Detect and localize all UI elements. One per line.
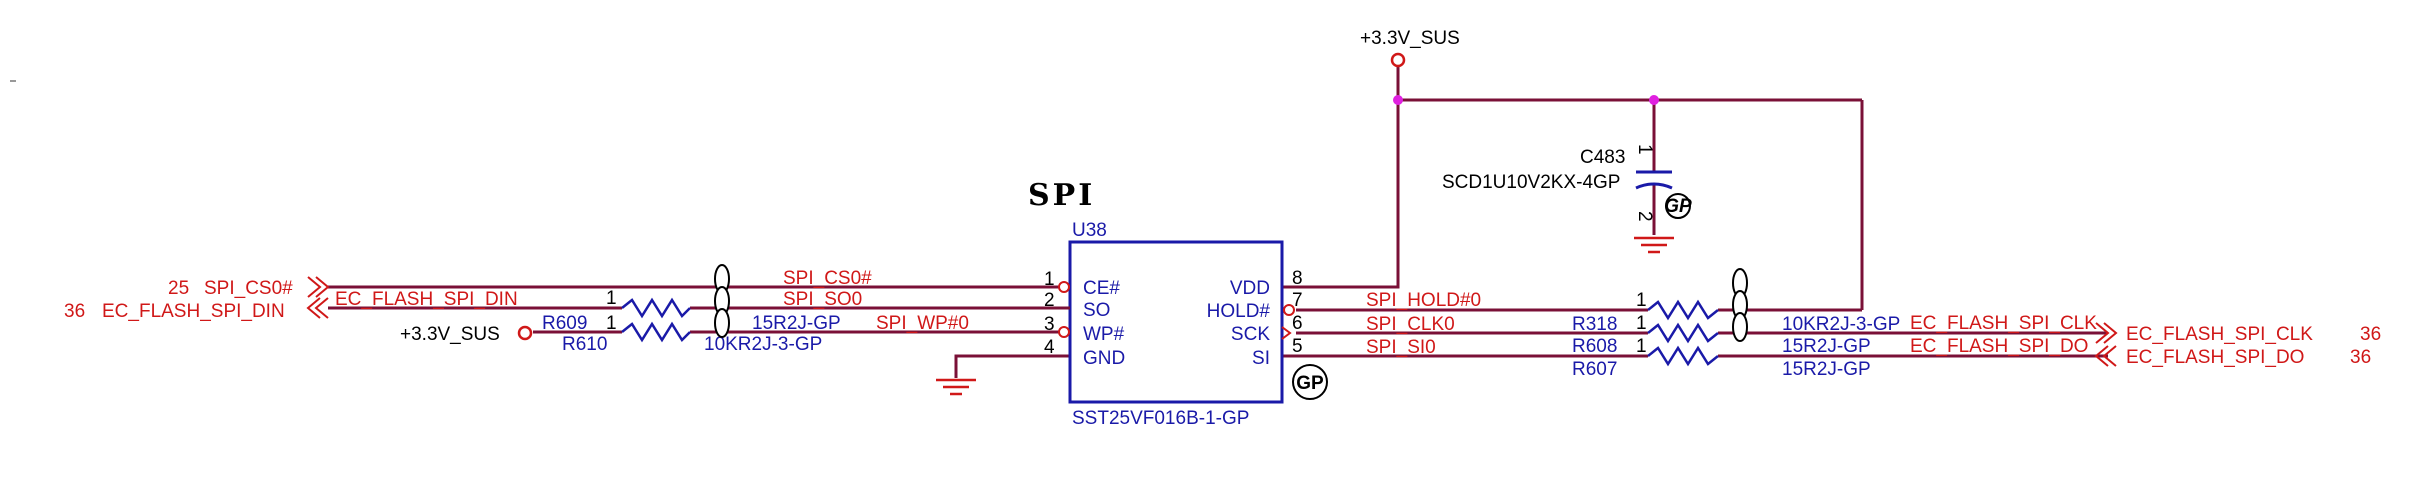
r609-pin: 1 [606, 288, 617, 309]
r318-pin: 1 [1636, 290, 1647, 311]
u38-pin6-num: 6 [1292, 313, 1303, 334]
resistor-r608: 1 R608 15R2J-GP [1572, 313, 1871, 357]
net-label-spi-clk0: SPI_CLK0 [1366, 314, 1455, 335]
power-label-top: +3.3V_SUS [1360, 28, 1460, 49]
left-port-name-din: EC_FLASH_SPI_DIN [102, 301, 285, 322]
wire-gnd [954, 354, 1070, 378]
resistor-r609: 1 R609 15R2J-GP [542, 288, 841, 334]
chip-u38 [1068, 240, 1284, 404]
u38-pin5-num: 5 [1292, 336, 1303, 357]
net-label-ec-flash-spi-do: EC_FLASH_SPI_DO [1910, 336, 2088, 357]
port-arrow-icon [2102, 345, 2117, 367]
port-arrow-icon [2095, 322, 2110, 344]
r609-value: 15R2J-GP [752, 313, 841, 334]
ground-icon [1634, 236, 1674, 254]
u38-pin6-name: SCK [1231, 324, 1270, 345]
u38-pin2-name: SO [1083, 300, 1110, 321]
u38-pin8-num: 8 [1292, 268, 1303, 289]
net-label-spi-wp0: SPI_WP#0 [876, 313, 969, 334]
junction-dot [1649, 95, 1659, 105]
c483-part-number: SCD1U10V2KX-4GP [1442, 172, 1620, 193]
resistor-r610: 1 R610 10KR2J-3-GP [562, 313, 822, 355]
left-port-page-cs0: 25 [168, 278, 189, 299]
u38-pin4-num: 4 [1044, 337, 1055, 358]
u38-pin3-num: 3 [1044, 314, 1055, 335]
r608-value: 15R2J-GP [1782, 336, 1871, 357]
resistor-r609-zigzag [621, 297, 691, 319]
r607-pin: 1 [1636, 336, 1647, 357]
u38-pin8-name: VDD [1230, 278, 1270, 299]
left-port-name-cs0: SPI_CS0# [204, 278, 293, 299]
ground-icon [936, 378, 976, 396]
port-arrow-icon [306, 297, 321, 319]
port-arrow-icon [307, 276, 322, 298]
port-arrow-icon [315, 276, 330, 298]
resistor-r608-zigzag [1647, 322, 1719, 344]
r608-pin: 1 [1636, 313, 1647, 334]
left-port-page-din: 36 [64, 301, 85, 322]
u38-refdes: U38 [1072, 220, 1107, 241]
c483-gp-mark [1665, 193, 1691, 219]
r607-refdes: R607 [1572, 359, 1617, 380]
net-label-ec-flash-spi-clk: EC_FLASH_SPI_CLK [1910, 313, 2097, 334]
c483-pin1: 1 [1634, 144, 1655, 155]
r610-refdes: R610 [562, 334, 607, 355]
c483-pin2: 2 [1634, 211, 1655, 222]
block-title: SPI [1028, 178, 1095, 213]
u38-pin7-num: 7 [1292, 290, 1303, 311]
resistor-r318: 1 R318 10KR2J-3-GP [1572, 290, 1900, 335]
net-label-spi-hold0: SPI_HOLD#0 [1366, 290, 1481, 311]
right-port-page-clk: 36 [2360, 324, 2381, 345]
wires [328, 65, 2108, 378]
pin-bubble-ce [1058, 281, 1070, 293]
resistor-r318-zigzag [1647, 299, 1719, 321]
port-arrow-icon [2094, 345, 2109, 367]
u38-pin1-name: CE# [1083, 278, 1120, 299]
port-arrow-icon [314, 297, 329, 319]
gp-mark-oval [714, 308, 730, 338]
resistor-r607-zigzag [1647, 345, 1719, 367]
right-port-page-do: 36 [2350, 347, 2371, 368]
u38-pin5-name: SI [1252, 348, 1270, 369]
r609-refdes: R609 [542, 313, 587, 334]
power-pin-circle [517, 325, 533, 341]
pin-bubble-wp [1058, 326, 1070, 338]
u38-gp-mark [1292, 364, 1328, 400]
r610-pin: 1 [606, 313, 617, 334]
u38-gp-text: GP [1296, 373, 1324, 394]
u38-pin2-num: 2 [1044, 290, 1055, 311]
u38-pin1-num: 1 [1044, 269, 1055, 290]
right-port-name-clk: EC_FLASH_SPI_CLK [2126, 324, 2313, 345]
u38-pin7-name: HOLD# [1207, 301, 1271, 322]
net-label-spi-so0: SPI_SO0 [783, 289, 862, 310]
resistor-r610-zigzag [621, 321, 691, 343]
right-port-name-do: EC_FLASH_SPI_DO [2126, 347, 2304, 368]
u38-pin4-name: GND [1083, 348, 1125, 369]
c483-gp-text: GP [1664, 196, 1692, 217]
pin-clock-arrow [1281, 326, 1292, 340]
junction-dot [1393, 95, 1403, 105]
power-pin-circle [1390, 52, 1406, 68]
net-label-ec-flash-spi-din: EC_FLASH_SPI_DIN [335, 289, 518, 310]
r610-value: 10KR2J-3-GP [704, 334, 822, 355]
r608-refdes: R608 [1572, 336, 1617, 357]
pin-bubble-hold [1283, 304, 1295, 316]
r318-refdes: R318 [1572, 314, 1617, 335]
wire-vdd [1282, 65, 1400, 289]
cap-plate-bottom [1635, 182, 1673, 190]
resistor-r607: 1 R607 15R2J-GP [1572, 336, 1871, 380]
c483-refdes: C483 [1580, 147, 1625, 168]
net-label-spi-si0: SPI_SI0 [1366, 337, 1436, 358]
u38-pin3-name: WP# [1083, 324, 1125, 345]
power-label-r610: +3.3V_SUS [400, 324, 500, 345]
gp-mark-oval [1732, 312, 1748, 342]
port-arrow-icon [2103, 322, 2118, 344]
capacitor-c483: 1 2 C483 SCD1U10V2KX-4GP GP [1442, 144, 1692, 254]
r607-value: 15R2J-GP [1782, 359, 1871, 380]
r318-value: 10KR2J-3-GP [1782, 314, 1900, 335]
u38-part-number: SST25VF016B-1-GP [1072, 408, 1249, 429]
net-label-spi-cs0: SPI_CS0# [783, 268, 872, 289]
